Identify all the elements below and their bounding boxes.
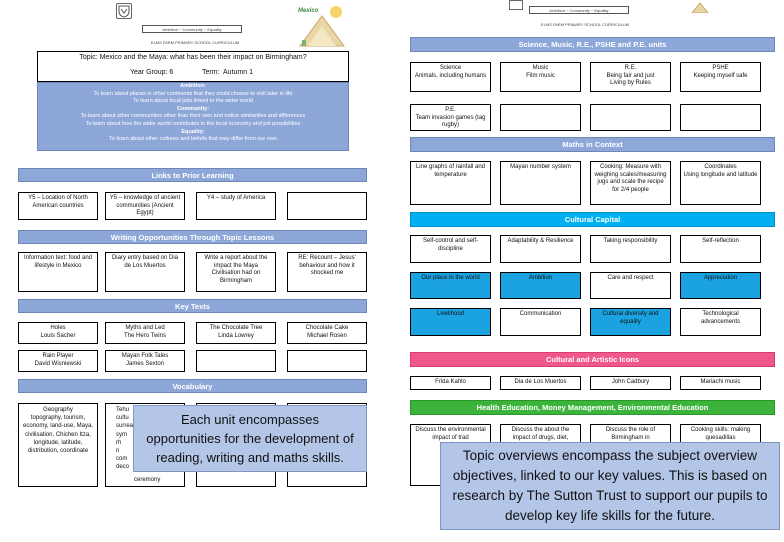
vocab-partial-end: ceremony: [134, 477, 161, 483]
unit-science: Science Animals, including humans: [410, 62, 491, 92]
school-name: ELMS FARM PRIMARY SCHOOL CURRICULUM: [150, 40, 240, 45]
right-crest-icon: [509, 0, 523, 10]
vocab-geography: Geography topography, tourism, economy, …: [18, 403, 98, 487]
mexico-sticker-icon: [296, 2, 348, 48]
unit-re: R.E. Being fair and just Living by Rules: [590, 62, 671, 92]
year-group: Year Group: 6: [130, 69, 174, 76]
right-callout: Topic overviews encompass the subject ov…: [440, 442, 780, 530]
maths-header: Maths in Context: [410, 137, 775, 152]
key-text-7: [196, 350, 276, 372]
capital-self-reflection: Self-reflection: [680, 235, 761, 263]
capital-our-place: Our place in the world: [410, 272, 491, 299]
topic-title: Topic: Mexico and the Maya: what has bee…: [79, 54, 307, 61]
prior-item-3: Y4 – study of America: [196, 192, 276, 220]
prior-learning-header: Links to Prior Learning: [18, 168, 367, 182]
capital-adaptability: Adaptability & Resilience: [500, 235, 581, 263]
prior-item-4: [287, 192, 367, 220]
writing-item-4: RE: Recount – Jesus' behaviour and how i…: [287, 252, 367, 292]
ambition-title: Ambition:: [180, 83, 206, 89]
capital-responsibility: Taking responsibility: [590, 235, 671, 263]
icon-frida: Frida Kahlo: [410, 376, 491, 390]
cultural-capital-header: Cultural Capital: [410, 212, 775, 227]
right-logo-icon: [690, 0, 710, 14]
unit-empty-3: [590, 104, 671, 131]
icon-cadbury: John Cadbury: [590, 376, 671, 390]
capital-diversity: Cultural diversity and equality: [590, 308, 671, 336]
capital-technology: Technological advancements: [680, 308, 761, 336]
icon-mariachi: Mariachi music: [680, 376, 761, 390]
capital-communication: Communication: [500, 308, 581, 336]
vocab-partial-text: Tehu cultu surrea sym rh n com deco: [116, 407, 134, 471]
unit-music: Music Film music: [500, 62, 581, 92]
community-aim-1: To learn about other communities other t…: [80, 113, 306, 120]
unit-empty-2: [500, 104, 581, 131]
icons-header: Cultural and Artistic Icons: [410, 352, 775, 367]
ambition-aim-2: To learn about local jobs linked to the …: [133, 98, 253, 105]
maths-item-2: Mayan number system: [500, 161, 581, 205]
capital-self-control: Self-control and self-discipline: [410, 235, 491, 263]
term: Term: Autumn 1: [202, 69, 253, 76]
key-text-5: Rain Player David Wisniewski: [18, 350, 98, 372]
left-callout: Each unit encompasses opportunities for …: [133, 405, 367, 472]
equality-title: Equality:: [181, 128, 205, 135]
values-banner: Ambition ~ Community ~ Equality: [142, 25, 242, 33]
capital-livelihood: Livelihood: [410, 308, 491, 336]
equality-aim-1: To learn about other cultures and belief…: [109, 136, 277, 143]
unit-empty-4: [680, 104, 761, 131]
key-text-3: The Chocolate Tree Linda Lowrey: [196, 322, 276, 344]
topic-box: Topic: Mexico and the Maya: what has bee…: [37, 51, 349, 82]
key-text-4: Chocolate Cake Michael Rosen: [287, 322, 367, 344]
capital-ambition: Ambition: [500, 272, 581, 299]
right-school-name: ELMS FARM PRIMARY SCHOOL CURRICULUM: [540, 22, 630, 27]
community-aim-2: To learn about how the wider world contr…: [85, 120, 301, 127]
capital-care-respect: Care and respect: [590, 272, 671, 299]
key-text-6: Mayan Folk Tales James Sexton: [105, 350, 185, 372]
prior-item-2: Y5 – knowledge of ancient communities (A…: [105, 192, 185, 220]
key-texts-header: Key Texts: [18, 299, 367, 313]
unit-pe: P.E. Team invasion games (tag rugby): [410, 104, 491, 131]
maths-item-1: Line graphs of rainfall and temperature: [410, 161, 491, 205]
vocabulary-header: Vocabulary: [18, 379, 367, 393]
writing-item-2: Diary entry based on Dia de Los Muertos: [105, 252, 185, 292]
maths-item-4: Coordinates Using longitude and latitude: [680, 161, 761, 205]
writing-header: Writing Opportunities Through Topic Less…: [18, 230, 367, 244]
icon-dia: Dia de Los Muertos: [500, 376, 581, 390]
school-crest-icon: [116, 3, 132, 19]
health-header: Health Education, Money Management, Envi…: [410, 400, 775, 415]
writing-item-3: Write a report about the impact the Maya…: [196, 252, 276, 292]
key-text-2: Myths and Led The Hero Twins: [105, 322, 185, 344]
maths-item-3: Cooking: Measure with weighing scales/me…: [590, 161, 671, 205]
prior-item-1: Y5 – Location of North American countrie…: [18, 192, 98, 220]
key-text-1: Holes Louis Sacher: [18, 322, 98, 344]
aims-box: Ambition: To learn about places in other…: [37, 82, 349, 151]
capital-appreciation: Appreciation: [680, 272, 761, 299]
units-header: Science, Music, R.E., PSHE and P.E. unit…: [410, 37, 775, 52]
writing-item-1: Information text: food and lifestyle in …: [18, 252, 98, 292]
sticker-label: Mexico: [298, 8, 319, 14]
unit-pshe: PSHE Keeping myself safe: [680, 62, 761, 92]
right-values-banner: Ambition ~ Community ~ Equality: [529, 6, 629, 14]
community-title: Community:: [176, 105, 210, 112]
key-text-8: [287, 350, 367, 372]
ambition-aim-1: To learn about places in other continent…: [93, 90, 293, 97]
